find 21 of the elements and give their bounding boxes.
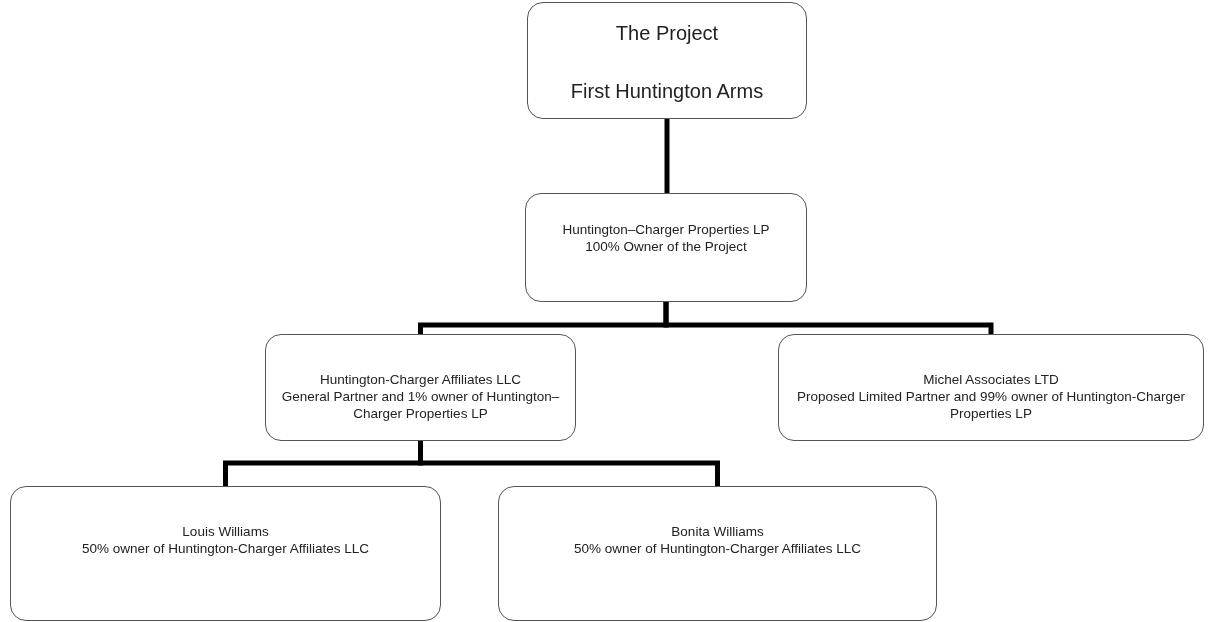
org-box xyxy=(10,486,441,621)
entity-name: Huntington–Charger Properties LP xyxy=(562,221,770,238)
entity-name: Bonita Williams xyxy=(671,523,764,540)
connector-line xyxy=(664,119,670,193)
ownership-text: General Partner and 1% owner of Huntington–Charger Properties LP xyxy=(280,388,561,422)
entity-name: Huntington-Charger Affiliates LLC xyxy=(320,371,521,388)
org-box xyxy=(525,193,807,302)
ownership-text: 50% owner of Huntington-Charger Affiliates LLC xyxy=(573,540,862,557)
connector-line xyxy=(418,441,720,486)
org-box xyxy=(778,334,1204,441)
ownership-text: First Huntington Arms xyxy=(570,79,764,103)
entity-name: The Project xyxy=(615,21,719,45)
org-box xyxy=(527,2,807,119)
entity-name: Louis Williams xyxy=(182,523,269,540)
ownership-text: Proposed Limited Partner and 99% owner of Huntington-Charger Properties LP xyxy=(796,388,1186,422)
org-box xyxy=(265,334,576,441)
entity-name: Michel Associates LTD xyxy=(923,371,1059,388)
ownership-text: 50% owner of Huntington-Charger Affiliates LLC xyxy=(81,540,370,557)
connector-line xyxy=(663,302,994,334)
ownership-text: 100% Owner of the Project xyxy=(585,238,747,255)
org-box xyxy=(498,486,937,621)
